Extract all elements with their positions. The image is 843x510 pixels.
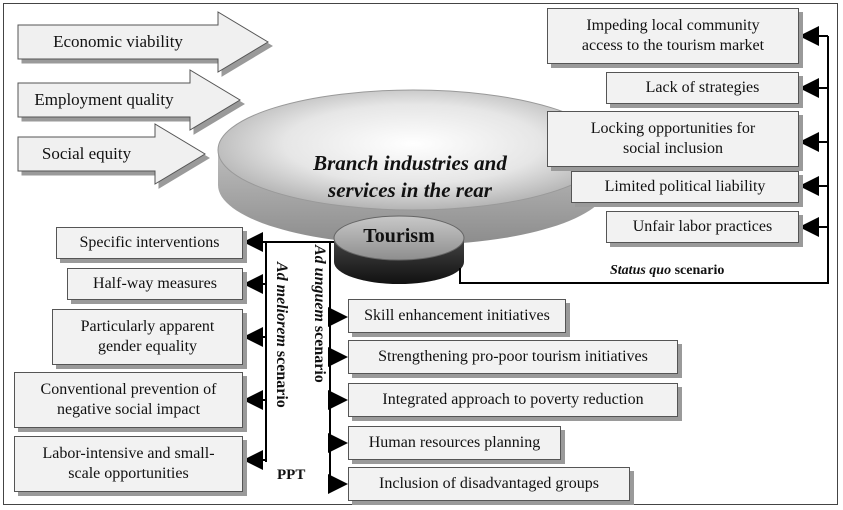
ad-meliorem-item-line: Labor-intensive and small- xyxy=(42,445,215,462)
ppt-label: PPT xyxy=(277,467,306,483)
ad-meliorem-item-line: Particularly apparent xyxy=(80,318,215,335)
ad-unguem-label-italic: Ad unguem xyxy=(311,245,328,322)
diagram-frame xyxy=(3,3,838,505)
status-quo-item-line: social inclusion xyxy=(623,140,723,157)
ad-unguem-scenario-label: Ad unguem scenario xyxy=(310,245,328,383)
ad-meliorem-item-line: gender equality xyxy=(97,338,198,355)
social-equity-label: Social equity xyxy=(41,144,132,163)
tourism-cylinder xyxy=(333,215,465,284)
ad-unguem-label-rest: scenario xyxy=(311,321,328,383)
branch-industries-title: Branch industries and services in the re… xyxy=(270,150,550,205)
ad-meliorem-scenario-label: Ad meliorem scenario xyxy=(272,262,290,408)
branch-industries-disc xyxy=(217,89,609,245)
ad-unguem-item-line: Human resources planning xyxy=(368,434,541,451)
status-quo-label-italic: Status quo xyxy=(610,263,672,278)
status-quo-item-line: Lack of strategies xyxy=(645,79,760,96)
status-quo-scenario-label: Status quo scenario xyxy=(610,263,724,279)
ad-unguem-item-pro-poor: Strengthening pro-poor tourism initiativ… xyxy=(348,340,678,374)
ad-unguem-item-line: Skill enhancement initiatives xyxy=(364,307,550,324)
ad-unguem-item-line: Strengthening pro-poor tourism initiativ… xyxy=(378,348,648,365)
status-quo-item-line: Unfair labor practices xyxy=(632,218,773,235)
ad-meliorem-label-italic: Ad meliorem xyxy=(273,262,290,347)
status-quo-item-line: Locking opportunities for xyxy=(590,120,756,137)
ad-meliorem-item-line: Conventional prevention of xyxy=(40,381,217,398)
ad-meliorem-item-labor-intensive: Labor-intensive and small- scale opportu… xyxy=(14,436,243,492)
ad-unguem-item-line: Integrated approach to poverty reduction xyxy=(382,391,644,408)
branch-title-line2: services in the rear xyxy=(328,178,492,203)
ad-meliorem-item-specific-interventions: Specific interventions xyxy=(56,227,243,259)
status-quo-item-unfair-labor: Unfair labor practices xyxy=(606,211,799,243)
economic-viability-label: Economic viability xyxy=(53,32,183,51)
ad-meliorem-item-line: scale opportunities xyxy=(68,465,189,482)
status-quo-item-line: Limited political liability xyxy=(604,178,766,195)
status-quo-item-locking-opportunities: Locking opportunities for social inclusi… xyxy=(547,111,799,167)
status-quo-connectors xyxy=(459,26,829,284)
branch-title-line1: Branch industries and xyxy=(313,151,507,175)
ad-meliorem-item-line: Half-way measures xyxy=(93,275,217,292)
status-quo-label-rest: scenario xyxy=(671,263,725,278)
tourism-label: Tourism xyxy=(363,225,435,247)
ad-meliorem-connectors xyxy=(243,232,334,470)
left-arrow-shapes xyxy=(17,11,269,185)
ad-unguem-connectors xyxy=(328,242,348,494)
status-quo-item-lack-of-strategies: Lack of strategies xyxy=(606,72,799,104)
ad-unguem-item-human-resources: Human resources planning xyxy=(348,426,561,460)
ad-meliorem-item-line: Specific interventions xyxy=(79,234,220,251)
ad-unguem-item-integrated-approach: Integrated approach to poverty reduction xyxy=(348,383,678,417)
ad-meliorem-label-rest: scenario xyxy=(273,346,290,408)
employment-quality-label: Employment quality xyxy=(34,90,174,109)
ad-meliorem-item-gender-equality: Particularly apparent gender equality xyxy=(52,309,243,365)
status-quo-item-line: Impeding local community xyxy=(586,17,760,34)
status-quo-item-impeding-access: Impeding local community access to the t… xyxy=(547,8,799,64)
ad-unguem-item-skill-enhancement: Skill enhancement initiatives xyxy=(348,299,566,333)
ad-unguem-item-line: Inclusion of disadvantaged groups xyxy=(379,475,599,492)
ad-unguem-item-disadvantaged-groups: Inclusion of disadvantaged groups xyxy=(348,467,630,501)
ad-meliorem-item-conventional-prevention: Conventional prevention of negative soci… xyxy=(14,372,243,428)
status-quo-item-limited-liability: Limited political liability xyxy=(571,171,799,203)
ad-meliorem-item-line: negative social impact xyxy=(56,401,201,418)
status-quo-item-line: access to the tourism market xyxy=(581,37,765,54)
ad-meliorem-item-half-way: Half-way measures xyxy=(67,268,243,300)
